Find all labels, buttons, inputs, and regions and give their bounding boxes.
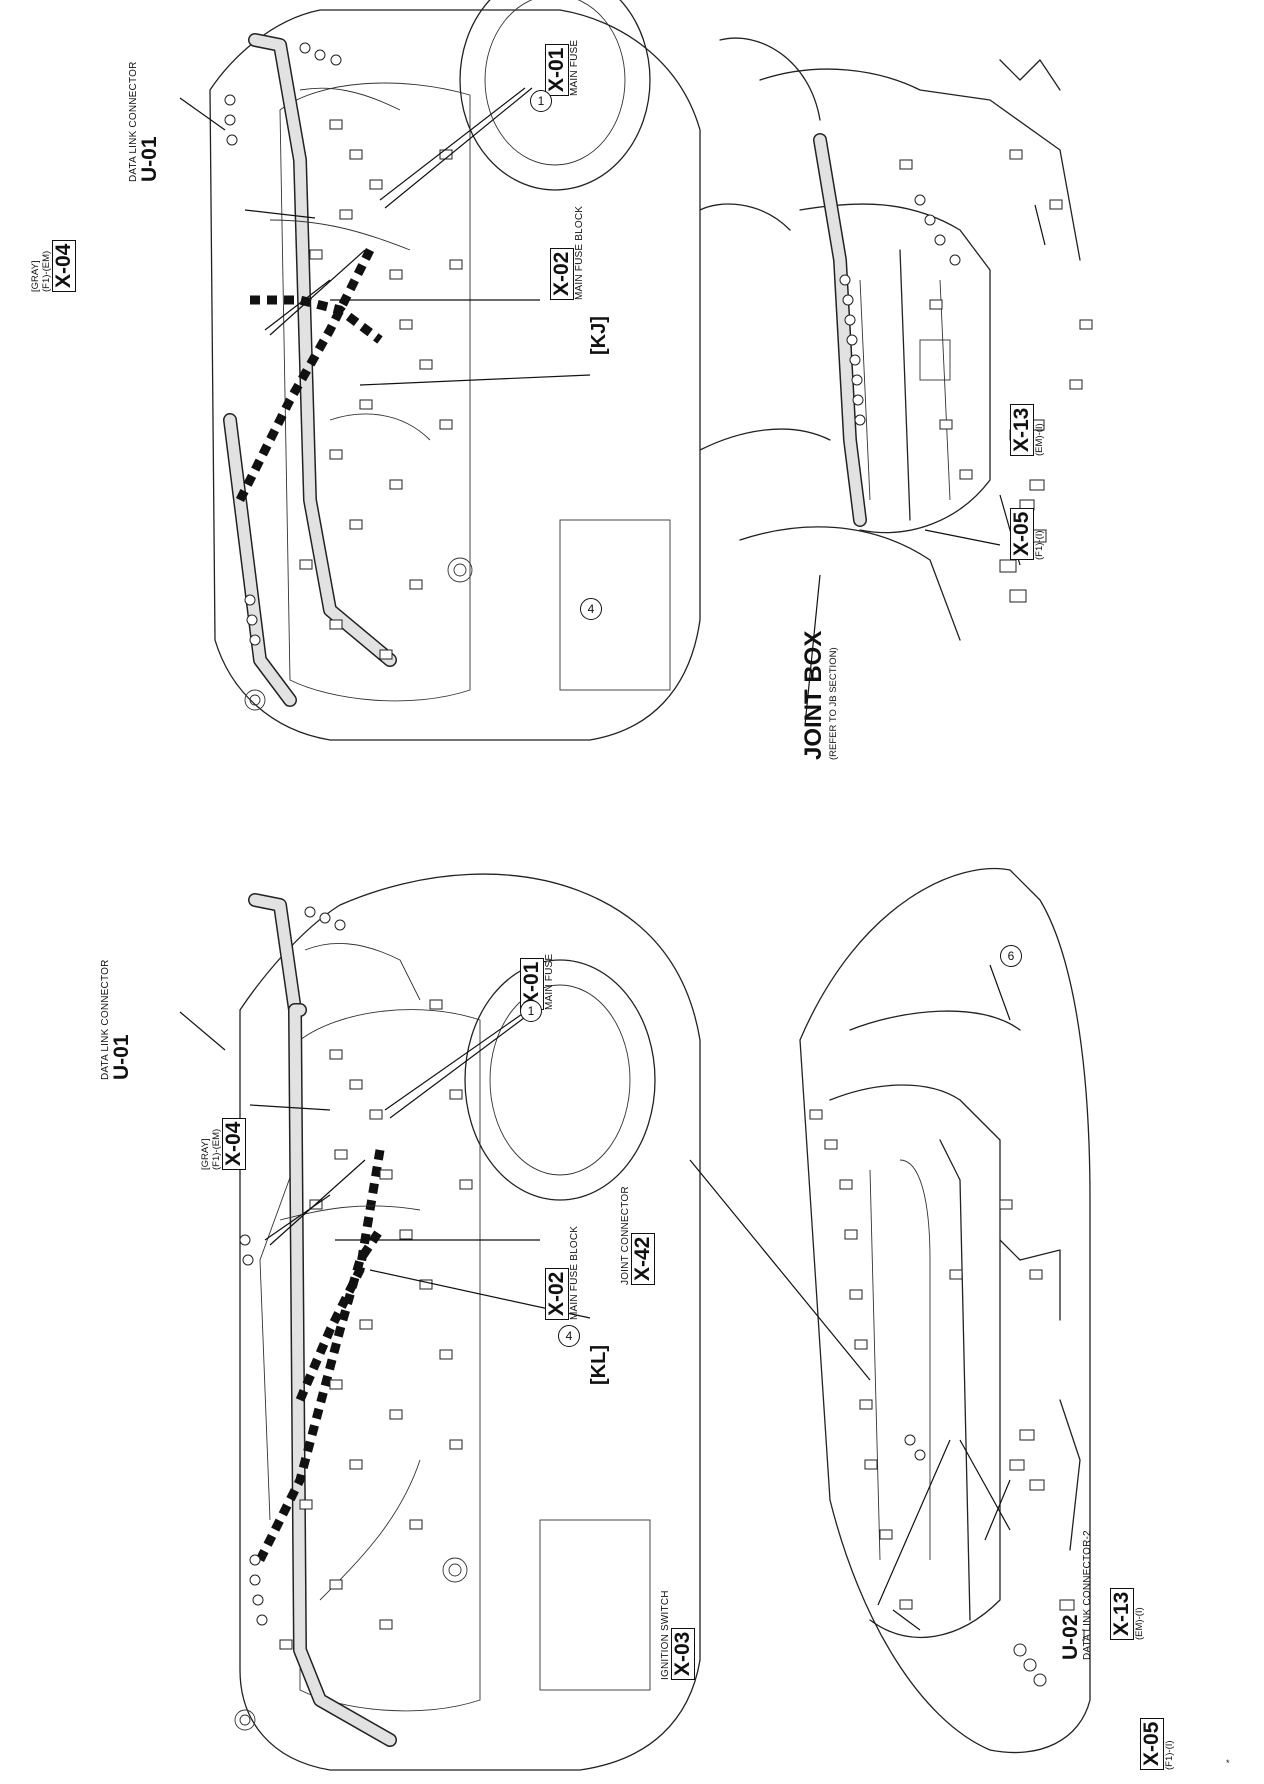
engine-bay-drawing-left [179,873,701,1771]
u02-code: U-02 [1059,1614,1082,1660]
u01-label-top: DATA LINK CONNECTOR U-01 [128,62,161,182]
view-title-kl: [KL] [588,1345,610,1385]
x13-label-kj: X-13 (EM)-(I) [1010,403,1045,456]
callout-1-top: 1 [530,90,552,112]
dashboard-drawing-left [689,867,1091,1754]
x04-label-top: [GRAY] (F1)-(EM) X-04 [30,239,76,293]
x03-code: X-03 [671,1627,695,1680]
x01-caption: MAIN FUSE [569,39,580,96]
x05-code: X-05 [1140,1717,1164,1770]
x04-code: X-04 [222,1117,246,1170]
x13-code: X-13 [1110,1587,1134,1640]
view-title-kj: [KJ] [588,316,610,355]
x42-label: JOINT CONNECTOR X-42 [620,1186,655,1285]
x02-code: X-02 [550,247,574,300]
x02-caption: MAIN FUSE BLOCK [574,205,585,300]
u01-label-bottom: DATA LINK CONNECTOR U-01 [100,960,133,1080]
joint-box-title: JOINT BOX [800,630,827,760]
u01-code: U-01 [138,136,161,182]
x13-sub: (EM)-(I) [1034,423,1045,456]
x01-caption: MAIN FUSE [544,953,555,1010]
x05-label-kj: X-05 (F1)-(I) [1010,507,1045,560]
x05-label-kl: X-05 (F1)-(I) [1140,1717,1175,1770]
x05-sub: (F1)-(I) [1164,1740,1175,1770]
callout-1-bottom: 1 [520,1000,542,1022]
x02-label-bottom: X-02 MAIN FUSE BLOCK [545,1226,580,1320]
x03-label: IGNITION SWITCH X-03 [660,1590,695,1680]
x04-code: X-04 [52,239,76,292]
callout-4-top: 4 [580,598,602,620]
x04-note-gray: [GRAY] [200,1138,211,1171]
x42-caption: JOINT CONNECTOR [620,1186,631,1285]
x01-code: X-01 [545,43,569,96]
x13-label-kl: X-13 (EM)-(I) [1110,1587,1145,1640]
x04-note-wiring: (F1)-(EM) [211,1128,222,1170]
x05-sub: (F1)-(I) [1034,530,1045,560]
x13-sub: (EM)-(I) [1134,1607,1145,1640]
x04-label-bottom: [GRAY] (F1)-(EM) X-04 [200,1117,246,1171]
x04-note-wiring: (F1)-(EM) [41,250,52,292]
x04-note-gray: [GRAY] [30,260,41,293]
joint-box-label: JOINT BOX (REFER TO JB SECTION) [800,631,839,760]
x03-caption: IGNITION SWITCH [660,1590,671,1680]
dashboard-drawing-right [699,37,1093,726]
u02-label: U-02 DATA LINK CONNECTOR-2 [1059,1530,1093,1660]
x13-code: X-13 [1010,403,1034,456]
x02-caption: MAIN FUSE BLOCK [569,1225,580,1320]
x42-code: X-42 [631,1232,655,1285]
callout-6: 6 [1000,945,1022,967]
x02-label-top: X-02 MAIN FUSE BLOCK [550,206,585,300]
u01-code: U-01 [110,1034,133,1080]
joint-box-subtitle: (REFER TO JB SECTION) [828,647,839,760]
x05-code: X-05 [1010,507,1034,560]
callout-4-bottom: 4 [558,1325,580,1347]
u02-caption: DATA LINK CONNECTOR-2 [1082,1530,1093,1660]
x02-code: X-02 [545,1267,569,1320]
asterisk-mark: * [1226,1758,1230,1768]
engine-bay-drawing-right [179,0,701,741]
x01-label-top: X-01 MAIN FUSE [545,40,580,96]
